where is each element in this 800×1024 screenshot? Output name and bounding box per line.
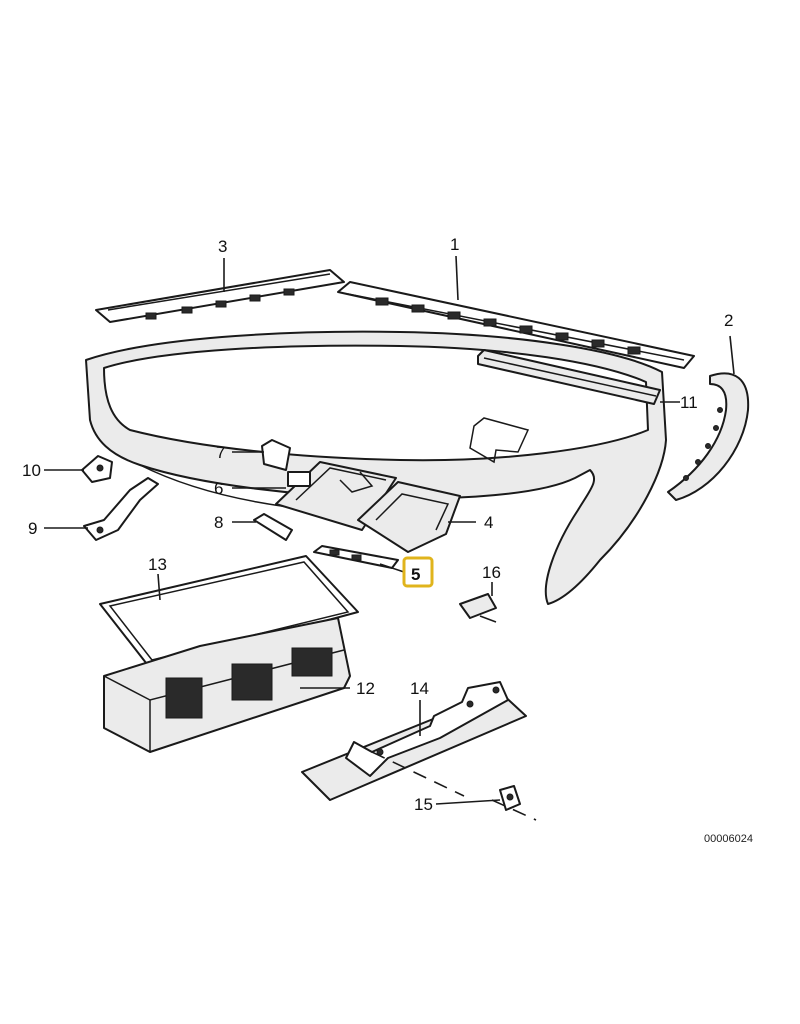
- side-trim-part-2: [667, 372, 750, 501]
- assembly-line: [371, 751, 537, 821]
- highlight-box-part-5: [402, 556, 434, 588]
- clip-part-8: [253, 513, 293, 541]
- label-part-13: 13: [148, 555, 167, 574]
- label-part-15: 15: [414, 795, 433, 814]
- label-part-1: 1: [450, 235, 459, 254]
- label-part-10: 10: [22, 461, 41, 480]
- rubber-strip-part-11: [477, 349, 661, 405]
- label-part-7: 7: [216, 443, 225, 462]
- gasket-part-13: [99, 555, 359, 669]
- bracket-part-10: [81, 455, 113, 483]
- leader-lines: [44, 255, 735, 805]
- bracket-part-9: [83, 477, 159, 541]
- strip-part-5: [313, 545, 399, 569]
- label-part-9: 9: [28, 519, 37, 538]
- label-part-12: 12: [356, 679, 375, 698]
- label-part-14: 14: [410, 679, 429, 698]
- label-part-11: 11: [680, 393, 698, 412]
- label-part-2: 2: [724, 311, 733, 330]
- label-part-3: 3: [218, 237, 227, 256]
- base-plate-part-14: [301, 681, 527, 801]
- label-part-8: 8: [214, 513, 223, 532]
- clip-part-7: [261, 439, 291, 471]
- bumper-cover: [85, 330, 667, 605]
- label-part-5: 5: [411, 565, 420, 584]
- housing-part-4: [357, 481, 461, 553]
- lamp-housing-part-12: [103, 617, 351, 753]
- trim-strip-part-3: [95, 269, 345, 323]
- clip-part-15: [499, 785, 521, 811]
- clip-part-16: [459, 593, 497, 623]
- label-part-16: 16: [482, 563, 501, 582]
- label-part-4: 4: [484, 513, 493, 532]
- label-part-6: 6: [214, 479, 223, 498]
- trim-strip-part-1: [337, 281, 695, 369]
- diagram-reference-code: 00006024: [704, 833, 753, 845]
- part-labels: 1 2 3 4 5 6 7 8 9 10 11 12 13 14 15 16: [22, 235, 733, 814]
